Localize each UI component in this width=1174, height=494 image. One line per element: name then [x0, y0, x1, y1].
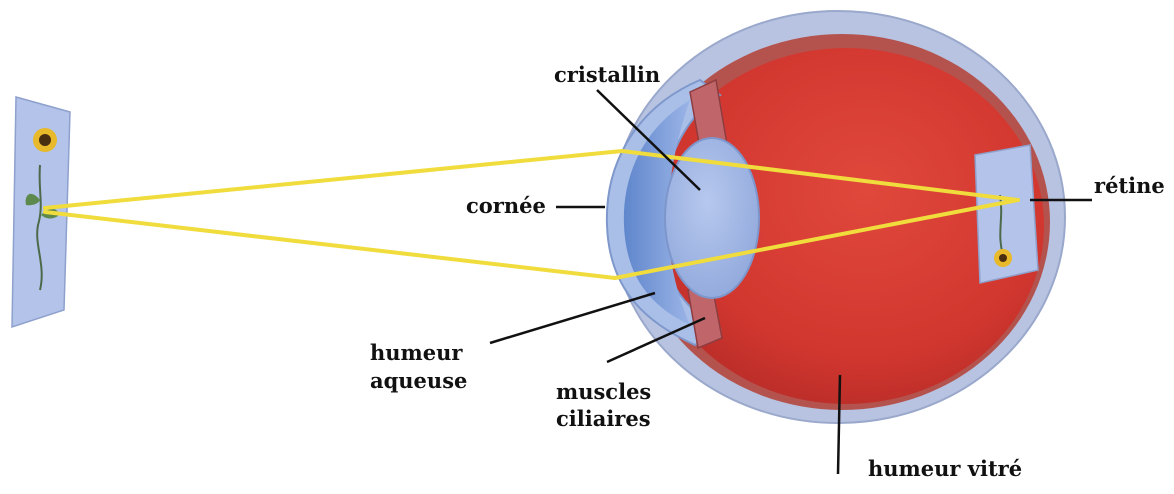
label-humeur-aqueuse-line1: humeur [370, 340, 462, 366]
leader-humeur-aqueuse [490, 293, 655, 343]
label-humeur-vitre: humeur vitré [868, 456, 1022, 482]
label-humeur-aqueuse-line2: aqueuse [370, 368, 467, 394]
label-muscles-ciliaires-line1: muscles [556, 379, 651, 405]
flower-icon [33, 128, 57, 152]
label-cristallin: cristallin [554, 62, 660, 88]
label-cornee: cornée [466, 193, 546, 219]
label-retine: rétine [1094, 173, 1165, 199]
ray-lower-outer [45, 212, 615, 278]
retina-image [975, 145, 1038, 283]
label-muscles-ciliaires-line2: ciliaires [556, 406, 651, 432]
eye [607, 11, 1065, 423]
